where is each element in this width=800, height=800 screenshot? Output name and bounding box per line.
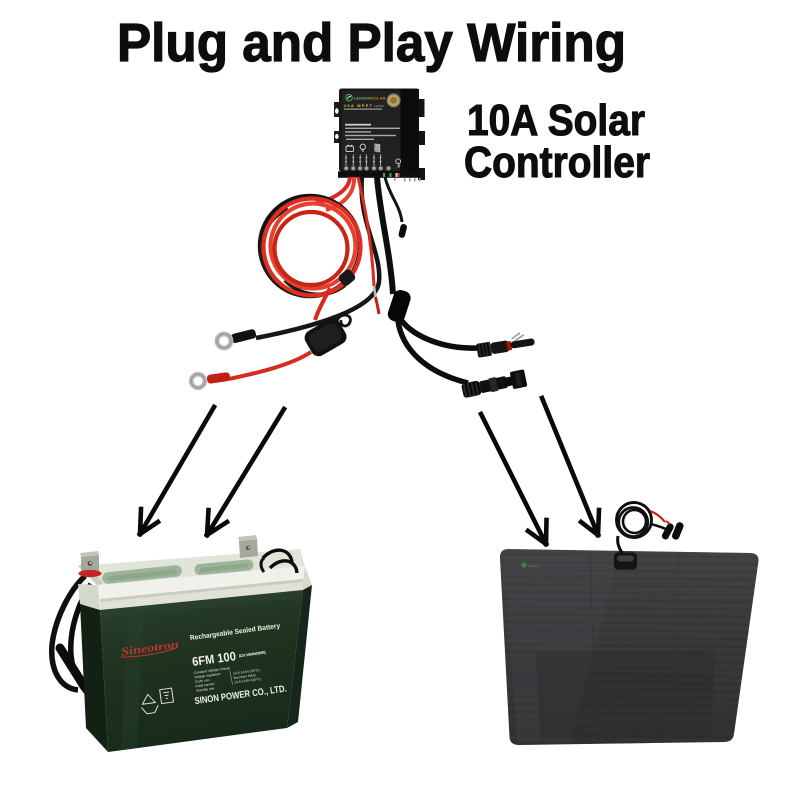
svg-text:12/24V: 12/24V xyxy=(374,104,384,108)
svg-text:14.5-14.8V (25°C): 14.5-14.8V (25°C) xyxy=(233,668,260,676)
svg-text:Initial current: Initial current xyxy=(195,682,214,689)
svg-text:Controller: Controller xyxy=(464,139,650,187)
svg-text:Constant Voltage Charge: Constant Voltage Charge xyxy=(193,666,230,675)
svg-text:Plug and Play Wiring: Plug and Play Wiring xyxy=(117,13,626,73)
svg-text:6FM 100: 6FM 100 xyxy=(191,649,237,669)
svg-text:20A MPPT: 20A MPPT xyxy=(344,104,373,108)
svg-text:(12V 100Ah/20HR): (12V 100Ah/20HR) xyxy=(239,650,267,658)
svg-text:LENSUN: LENSUN xyxy=(529,564,539,568)
svg-text:Standby use: Standby use xyxy=(196,686,215,692)
svg-text:Voltage regulation: Voltage regulation xyxy=(194,672,221,680)
svg-text:Cycle use: Cycle use xyxy=(195,678,210,684)
svg-text:LENSUN: LENSUN xyxy=(354,96,371,100)
svg-text:SOLAR: SOLAR xyxy=(371,96,385,100)
svg-text:less than 40(A): less than 40(A) xyxy=(233,673,256,680)
svg-text:13.5-13.8V (25°C): 13.5-13.8V (25°C) xyxy=(234,677,261,685)
svg-text:10A Solar: 10A Solar xyxy=(467,97,645,145)
